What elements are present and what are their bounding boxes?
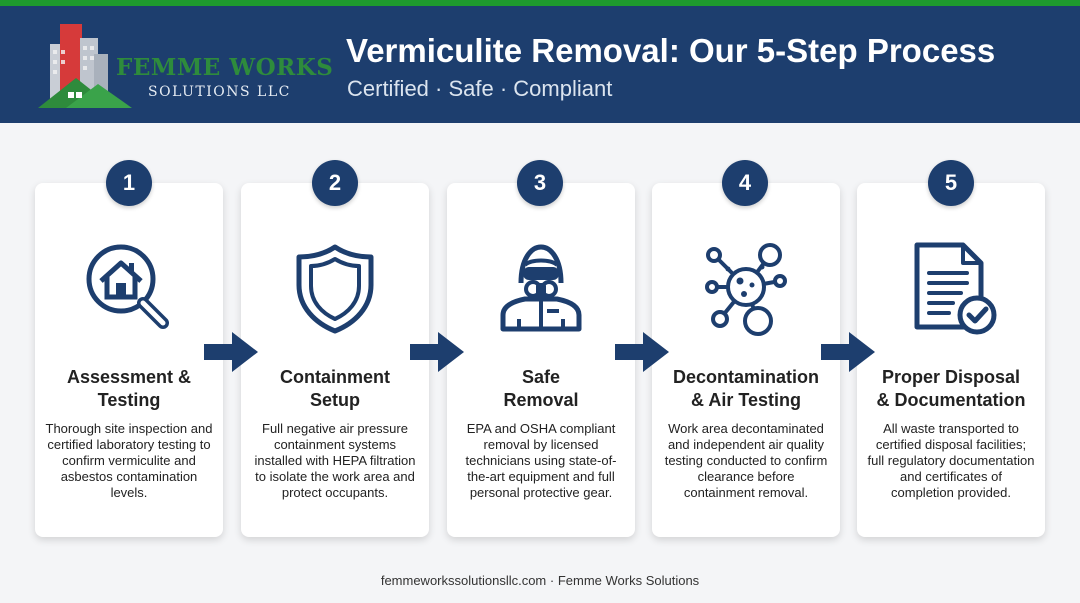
step-card-5: Proper Disposal& Documentation All waste… [857,183,1045,537]
building-logo-icon [38,24,132,108]
molecule-icon [705,243,787,336]
step-description: Work area decontaminated and independent… [664,421,828,500]
arrow-right-icon [410,332,464,372]
page-subtitle: Certified · Safe · Compliant [347,76,613,101]
step-description: Thorough site inspection and certified l… [45,421,213,500]
footer-text: femmeworkssolutionsllc.com · Femme Works… [380,573,700,588]
top-accent-stripe [0,0,1080,6]
step-number-badge-2: 2 [312,160,358,206]
step-number-badge-3: 3 [517,160,563,206]
step-number-badge-1: 1 [106,160,152,206]
step-description: Full negative air pressure containment s… [254,421,416,500]
document-check-icon [914,242,997,335]
step-description: EPA and OSHA compliant removal by licens… [465,421,617,500]
step-number-badge-4: 4 [722,160,768,206]
page-title: Vermiculite Removal: Our 5-Step Process [346,32,996,69]
step-card-1: Assessment &Testing Thorough site inspec… [35,183,223,537]
house-magnifier-icon [86,244,169,329]
step-title: Assessment &Testing [66,367,192,410]
logo-name: FEMME WORKS [116,54,334,81]
arrow-right-icon [204,332,258,372]
step-description: All waste transported to certified dispo… [867,421,1035,500]
hazmat-worker-icon [500,244,582,332]
arrow-right-icon [615,332,669,372]
shield-icon [296,244,374,334]
step-number-badge-5: 5 [928,160,974,206]
arrow-right-icon [821,332,875,372]
step-title: Decontamination& Air Testing [672,367,819,410]
header-banner: FEMME WORKS SOLUTIONS LLC Vermiculite Re… [0,6,1080,123]
step-card-4: Decontamination& Air Testing Work area d… [652,183,840,537]
step-title: Proper Disposal& Documentation [876,367,1026,410]
logo-subname: SOLUTIONS LLC [148,84,291,100]
company-logo: FEMME WORKS SOLUTIONS LLC [36,20,333,112]
